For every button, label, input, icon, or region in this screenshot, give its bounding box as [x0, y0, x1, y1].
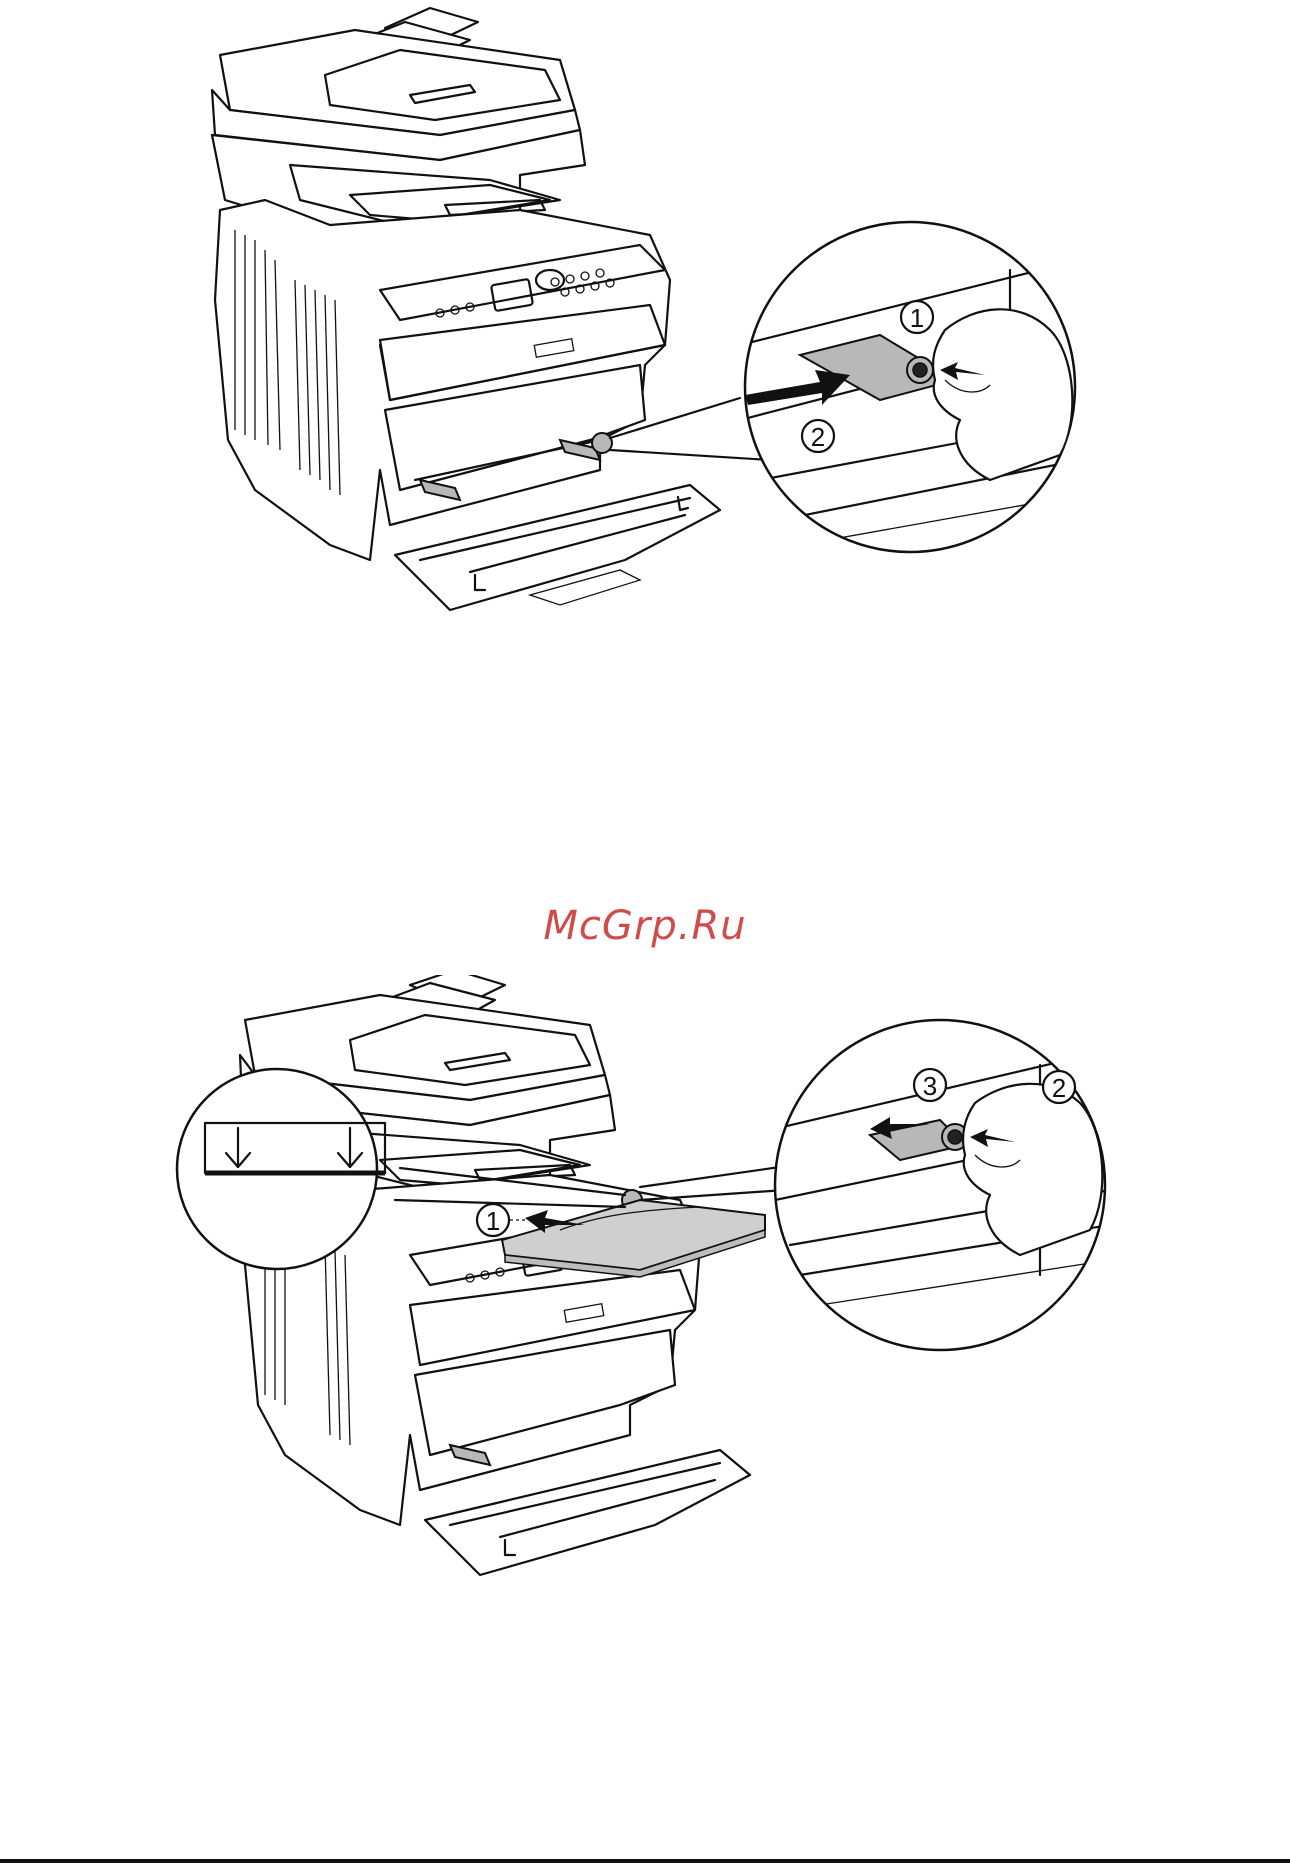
callout-3: 3 [914, 1069, 946, 1101]
figure-bottom-svg: 3 2 1 [0, 975, 1290, 1615]
svg-text:3: 3 [923, 1071, 937, 1101]
svg-text:1: 1 [910, 303, 924, 333]
svg-text:2: 2 [1052, 1073, 1066, 1103]
page-bottom-rule [0, 1859, 1290, 1863]
watermark: McGrp.Ru [0, 903, 1290, 949]
printer-illustration [212, 8, 720, 610]
svg-text:2: 2 [811, 422, 825, 452]
zoom-callout-circle-right: 3 2 [770, 1020, 1110, 1350]
figure-top: 1 2 [0, 0, 1290, 620]
printer-illustration [240, 975, 765, 1575]
callout-2: 2 [1043, 1071, 1075, 1103]
zoom-callout-circle: 1 2 [740, 222, 1080, 552]
figure-bottom: 3 2 1 [0, 975, 1290, 1615]
callout-2: 2 [802, 420, 834, 452]
svg-text:1: 1 [486, 1206, 500, 1236]
callout-1: 1 [901, 301, 933, 333]
figure-top-svg: 1 2 [0, 0, 1290, 620]
